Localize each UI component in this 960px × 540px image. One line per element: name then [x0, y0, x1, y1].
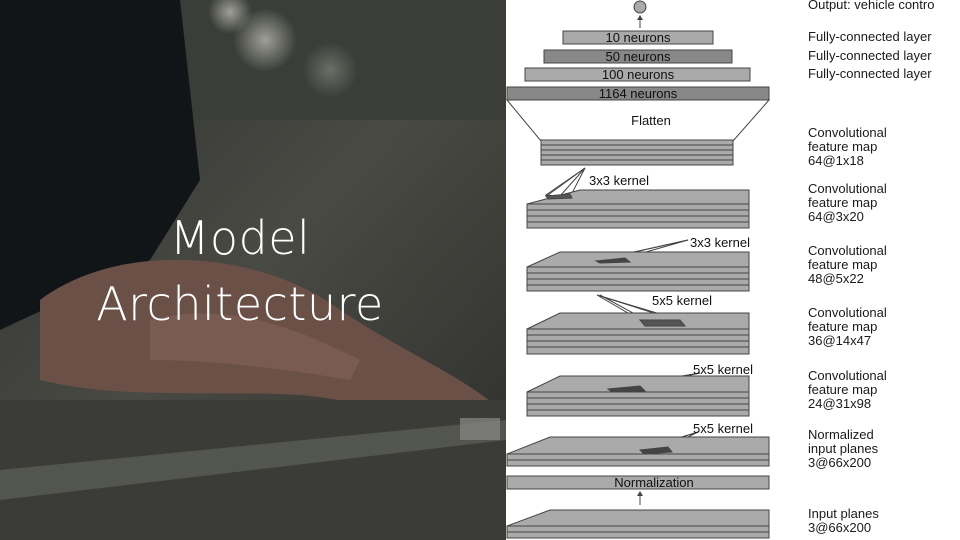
fc-layer-1164-label: 1164 neurons [599, 86, 678, 101]
kernel-label-5: 5x5 kernel [693, 421, 753, 436]
title-line-1: Model [169, 211, 311, 265]
kernel-label-4: 5x5 kernel [693, 362, 753, 377]
fc-layer-50-label: 50 neurons [605, 49, 671, 64]
output-node [633, 0, 647, 14]
background-photo [0, 0, 506, 540]
label-fc2: Fully-connected layer [808, 48, 932, 63]
normalized-planes-stack [506, 436, 770, 467]
conv1-stack [526, 375, 750, 417]
fc-layer-100-label: 100 neurons [602, 67, 675, 82]
slide-title: Model Architecture [0, 205, 480, 337]
kernel-label-2: 3x3 kernel [690, 235, 750, 250]
conv3-stack [526, 251, 750, 292]
normalization-label: Normalization [614, 475, 693, 490]
fc-layer-50 [543, 49, 733, 64]
kernel-label-3: 5x5 kernel [652, 293, 712, 308]
label-fc3: Fully-connected layer [808, 66, 932, 81]
kernel-label-1: 3x3 kernel [589, 173, 649, 188]
input-planes-stack [506, 509, 770, 539]
fc-layer-100 [524, 67, 751, 82]
title-line-2: Architecture [96, 277, 384, 331]
conv4-stack [526, 189, 750, 229]
label-fc1: Fully-connected layer [808, 29, 932, 44]
architecture-diagram: 10 neurons 50 neurons 100 neurons 1164 n… [506, 0, 771, 539]
conv5-stack [540, 139, 734, 166]
fc-layer-10-label: 10 neurons [605, 30, 671, 45]
flatten-label: Flatten [631, 113, 671, 128]
normalization-bar [506, 475, 770, 490]
label-output: Output: vehicle contro [808, 0, 935, 12]
conv2-stack [526, 312, 750, 355]
fc-layer-10 [562, 30, 714, 45]
